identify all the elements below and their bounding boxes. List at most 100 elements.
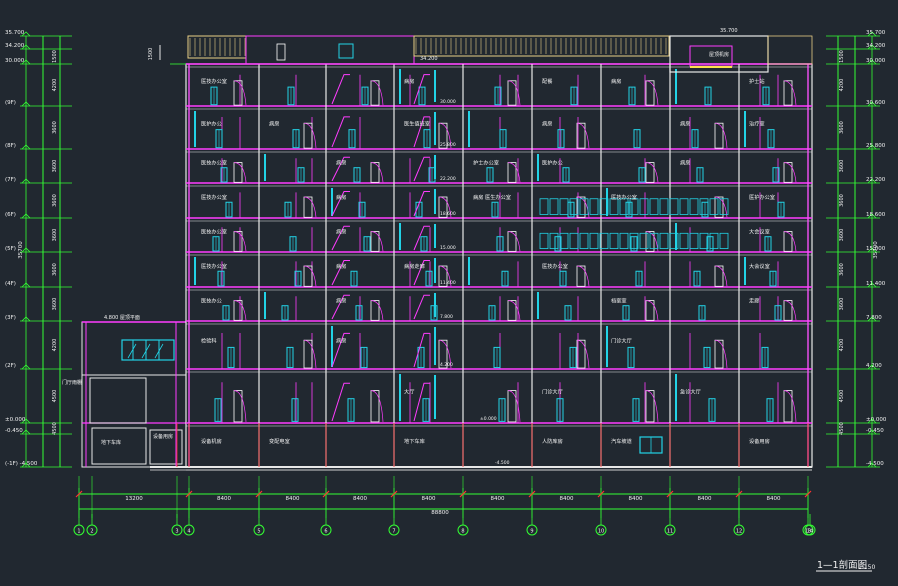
room-label: 变配电室 <box>269 437 290 445</box>
door <box>370 300 380 321</box>
door-swing <box>507 80 521 106</box>
ribbon-window <box>539 232 549 250</box>
room-label: 大会议室 <box>749 227 770 235</box>
level-marker-icon <box>21 316 31 322</box>
level-marker-icon <box>21 462 31 468</box>
right-level-label: 34.200 <box>866 43 886 49</box>
door <box>576 265 586 287</box>
dim-arrow-icon <box>185 490 193 498</box>
grid-label: 6 <box>324 529 327 535</box>
door <box>507 231 517 252</box>
door <box>714 265 724 287</box>
door <box>303 196 313 218</box>
grid-bubble-icon <box>253 524 265 536</box>
grid-label: 10 <box>598 529 604 535</box>
grid-bubble-icon <box>171 524 183 536</box>
left-story-dimension: 3600 <box>52 121 58 134</box>
door <box>370 390 380 423</box>
door <box>303 339 313 369</box>
door <box>714 339 724 369</box>
ribbon-window <box>709 198 719 215</box>
annex-room-outline <box>89 377 147 424</box>
right-story-dimension: 3600 <box>839 229 845 242</box>
left-level-label: (7F) <box>5 177 16 183</box>
door <box>438 339 448 369</box>
grid-bubble-icon <box>320 524 332 536</box>
annex-equipment-room <box>149 429 183 465</box>
door-swing <box>507 390 521 422</box>
level-marker-icon <box>21 247 31 253</box>
ribbon-window <box>649 232 659 250</box>
stair-run <box>413 74 430 105</box>
ribbon-window <box>679 198 689 215</box>
door-swing <box>576 122 590 149</box>
dim-arrow-icon <box>390 490 398 498</box>
stair-run <box>413 156 430 182</box>
dim-arrow-icon <box>75 490 83 498</box>
room-label: 医护办公室 <box>749 193 775 201</box>
right-level-label: 7.800 <box>866 315 882 321</box>
room-label: 病房 <box>336 296 346 304</box>
stair-run <box>331 382 350 422</box>
room-label: 人防库房 <box>542 437 563 445</box>
stair-run <box>331 116 350 148</box>
right-level-label: 30.000 <box>866 58 886 64</box>
level-marker-icon <box>867 429 877 435</box>
room-label: 医生值班室 <box>404 119 430 127</box>
right-elevation-scale: 35.70034.20030.00030.60025.80022.20018.6… <box>826 30 887 468</box>
right-story-dimension: 3600 <box>839 121 845 134</box>
room-label: 病房 <box>680 119 690 127</box>
floor-elevation-tag: ±0.000 <box>480 416 497 422</box>
ribbon-window <box>609 232 619 250</box>
ribbon-window <box>579 232 589 250</box>
roof-parapet-dim: 1500 <box>148 48 154 61</box>
door <box>645 162 655 183</box>
grid-label: 11 <box>667 529 673 535</box>
left-level-label: (5F) <box>5 246 16 252</box>
room-label: 病房走廊 <box>404 262 425 270</box>
level-marker-icon <box>21 418 31 424</box>
left-story-dimension: 3600 <box>52 229 58 242</box>
door <box>783 80 793 106</box>
stair-run <box>413 260 430 286</box>
room-label: 病房 <box>542 119 552 127</box>
level-marker-icon <box>867 462 877 468</box>
room-label: 病房 <box>336 262 346 270</box>
door <box>783 162 793 183</box>
right-level-label: 11.400 <box>866 281 886 287</box>
stair-run <box>413 332 430 368</box>
right-story-dimension: 3600 <box>839 194 845 207</box>
ribbon-window <box>709 232 719 250</box>
door-swing <box>507 162 521 183</box>
room-label: 检验科 <box>201 337 217 345</box>
level-marker-icon <box>867 44 877 50</box>
door <box>576 122 586 149</box>
main-building-section: 30.00025.80022.20018.60015.00011.4007.80… <box>150 63 813 471</box>
room-label: 病房 <box>269 119 279 127</box>
right-level-label: 4.200 <box>866 363 882 369</box>
door <box>370 231 380 252</box>
door-swing <box>233 300 247 321</box>
left-story-dimension: 4200 <box>52 339 58 352</box>
door <box>645 231 655 252</box>
roof-level-label: 35.700 <box>720 28 738 34</box>
grid-label: 12 <box>736 529 742 535</box>
bay-dimension: 8400 <box>353 496 367 502</box>
door-swing <box>303 339 317 369</box>
roof-door <box>276 43 286 61</box>
grid-label: 5 <box>257 529 260 535</box>
left-level-label: 34.200 <box>5 43 25 49</box>
room-label: 档案室 <box>611 296 627 304</box>
room-label: 大会议室 <box>749 262 770 270</box>
left-story-dimension: 1500 <box>52 50 58 63</box>
door <box>507 300 517 321</box>
left-story-dimension: 4500 <box>52 422 58 435</box>
door-swing <box>783 390 797 422</box>
door-swing <box>714 339 728 369</box>
left-level-label: (3F) <box>5 315 16 321</box>
right-level-label: 35.700 <box>866 30 886 36</box>
ribbon-window <box>639 232 649 250</box>
room-label: 大厅 <box>404 387 414 395</box>
